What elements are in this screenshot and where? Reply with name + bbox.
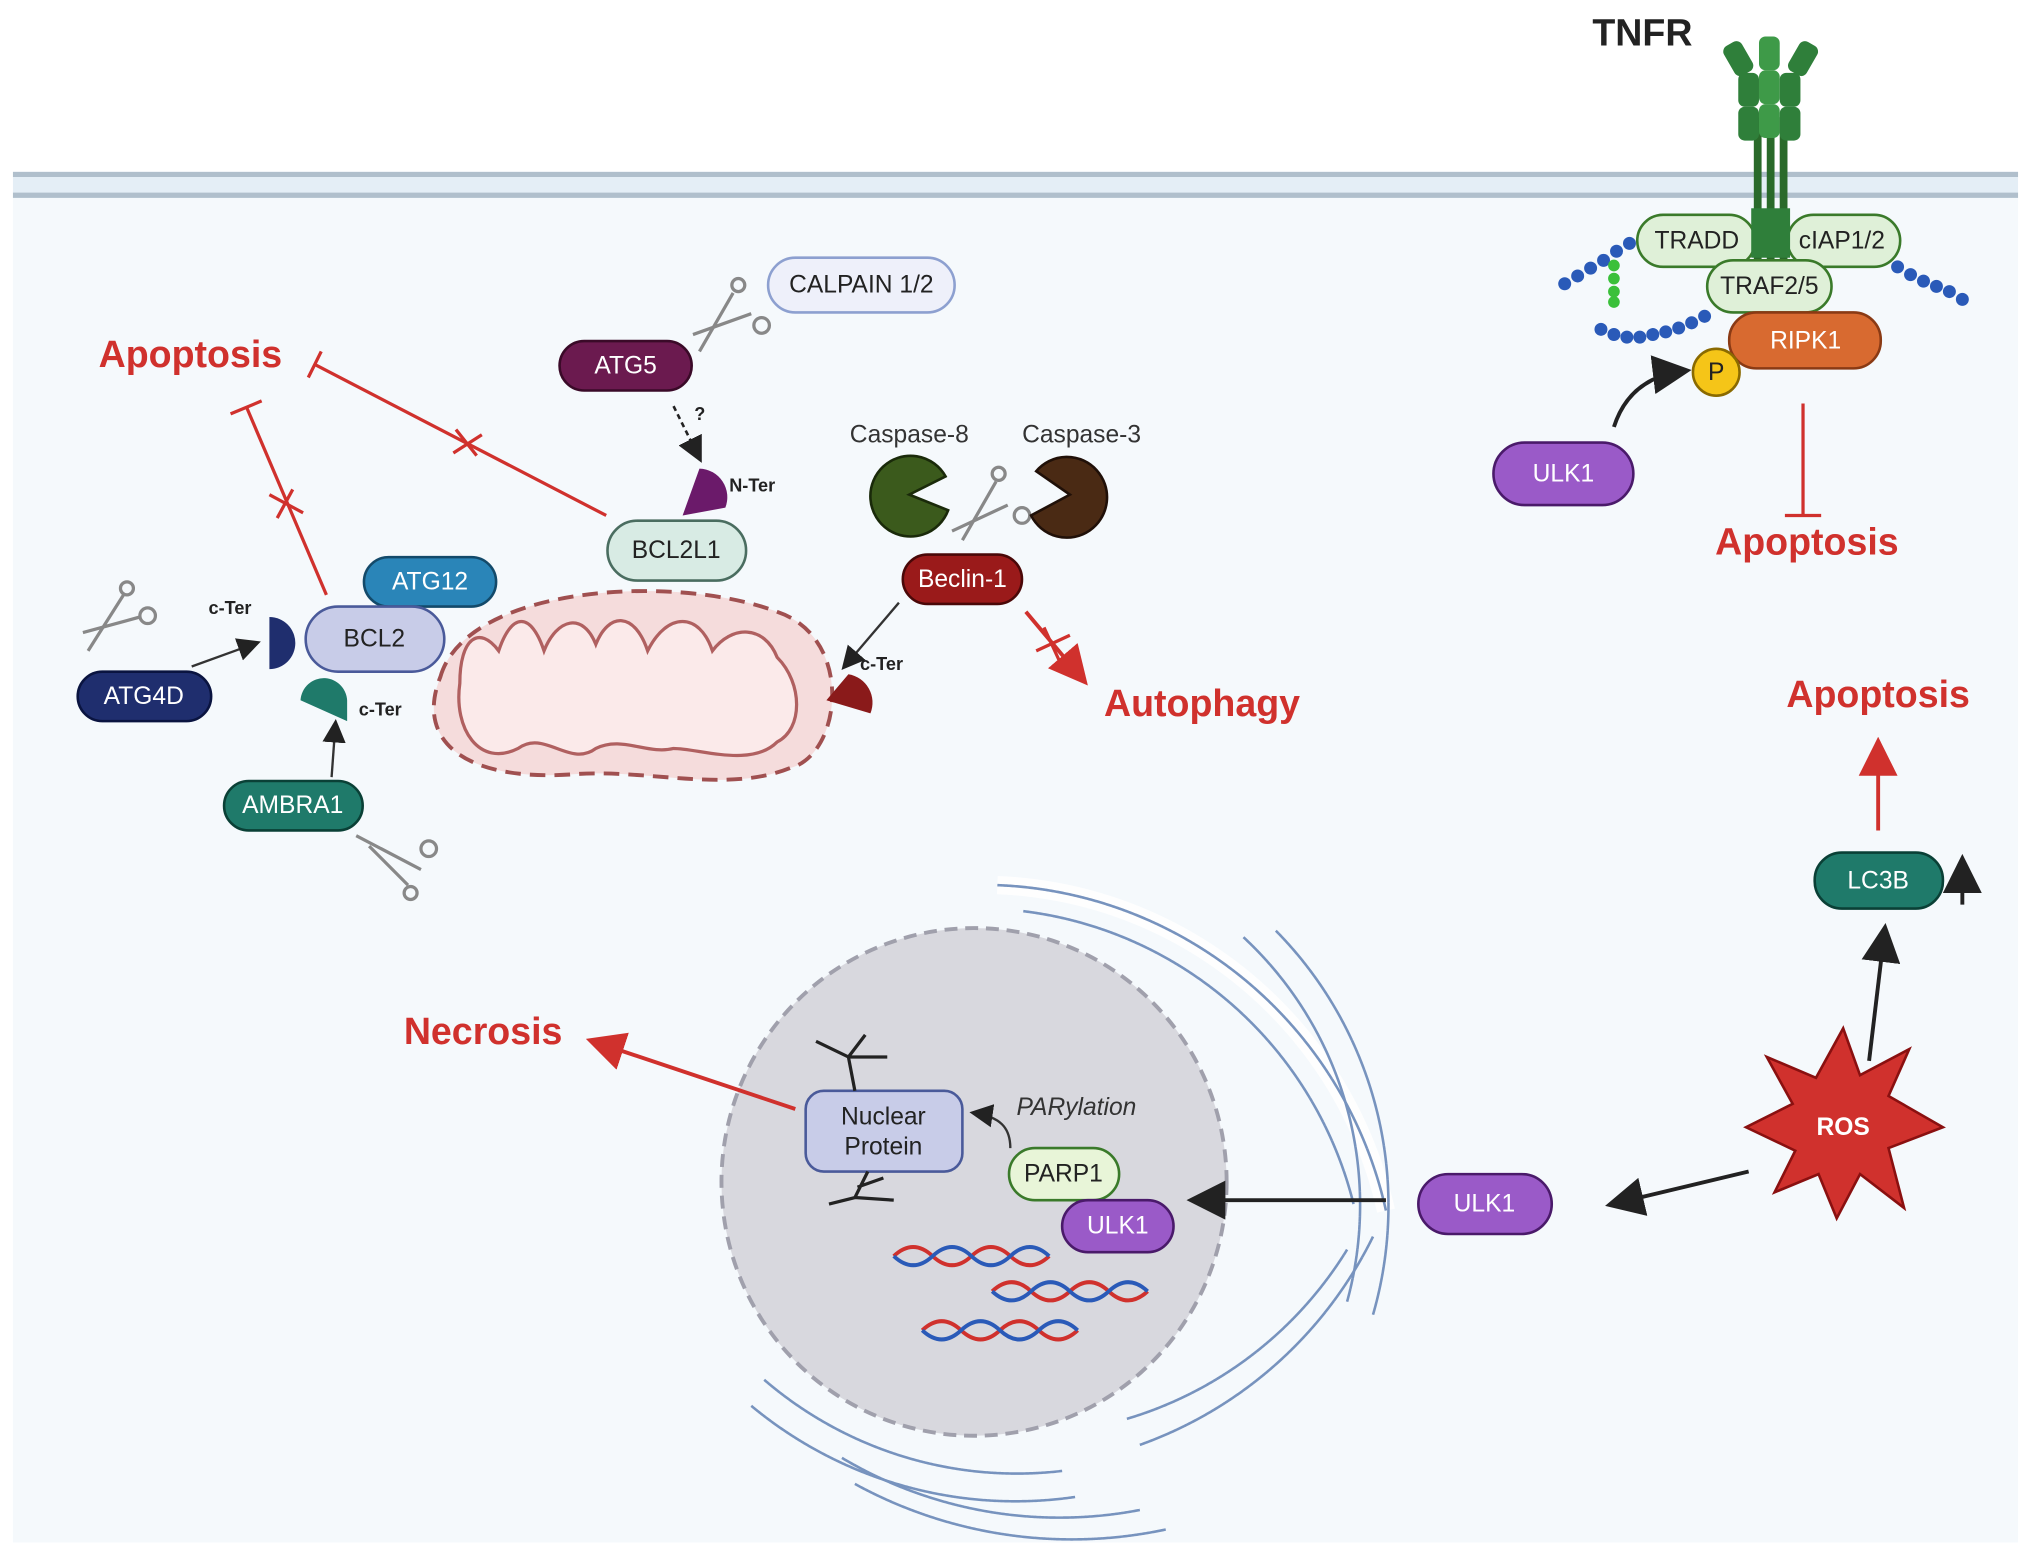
scissors-icon bbox=[82, 276, 1032, 902]
atg4d-label: ATG4D bbox=[104, 683, 184, 710]
ubiquitin-chain bbox=[1558, 236, 1969, 344]
bcl2l1-node[interactable]: BCL2L1 bbox=[606, 519, 748, 582]
ulk1-node-right[interactable]: ULK1 bbox=[1417, 1172, 1554, 1236]
bcl2-c-ter-fragment-teal bbox=[300, 678, 348, 722]
ulk1-nucleus-label: ULK1 bbox=[1087, 1213, 1149, 1240]
necrosis-arrow bbox=[585, 1032, 796, 1111]
atg5-node[interactable]: ATG5 bbox=[558, 339, 693, 392]
atg5-label: ATG5 bbox=[594, 352, 656, 379]
ros-label: ROS bbox=[1817, 1114, 1870, 1141]
ulk1-right-label: ULK1 bbox=[1454, 1191, 1516, 1218]
nuclear-protein-label-2: Protein bbox=[844, 1133, 922, 1160]
calpain-label: CALPAIN 1/2 bbox=[789, 272, 933, 299]
tnfr-receptor bbox=[1723, 36, 1819, 261]
ambra1-node[interactable]: AMBRA1 bbox=[222, 779, 364, 832]
traf-node[interactable]: TRAF2/5 bbox=[1705, 259, 1833, 314]
beclin1-autophagy-arrow bbox=[1024, 610, 1088, 686]
bcl2l1-n-ter-fragment bbox=[682, 468, 728, 516]
beclin1-c-ter-fragment bbox=[826, 674, 873, 714]
question-mark: ? bbox=[694, 404, 705, 424]
ros-ulk1-arrow bbox=[1605, 1169, 1750, 1216]
ambra1-label: AMBRA1 bbox=[242, 792, 343, 819]
apoptosis-left: Apoptosis bbox=[99, 333, 283, 375]
parp1-node[interactable]: PARP1 bbox=[1007, 1146, 1121, 1202]
ripk1-label: RIPK1 bbox=[1770, 328, 1841, 355]
ripk1-node[interactable]: RIPK1 bbox=[1727, 311, 1883, 370]
apoptosis-lc3b: Apoptosis bbox=[1786, 673, 1970, 715]
bcl2l1-inhibits-apoptosis bbox=[314, 363, 607, 517]
ulk1-top-label: ULK1 bbox=[1533, 460, 1595, 487]
extracellular-space bbox=[0, 0, 2031, 176]
caspase3-label: Caspase-3 bbox=[1022, 421, 1141, 448]
ulk1-node-nucleus[interactable]: ULK1 bbox=[1060, 1198, 1175, 1254]
lc3b-node[interactable]: LC3B bbox=[1813, 851, 1945, 910]
atg12-label: ATG12 bbox=[392, 568, 468, 595]
autophagy-outcome: Autophagy bbox=[1104, 682, 1300, 724]
ros-node[interactable]: ROS bbox=[1743, 1025, 1946, 1222]
par-chain-icon bbox=[815, 1033, 894, 1206]
traf-label: TRAF2/5 bbox=[1720, 273, 1818, 300]
c-ter-label-ambra1: c-Ter bbox=[359, 699, 402, 719]
atg4d-arrow bbox=[191, 638, 261, 668]
nucleus bbox=[719, 926, 1229, 1438]
phosphate-node: P bbox=[1691, 347, 1741, 398]
beclin1-label: Beclin-1 bbox=[918, 566, 1007, 593]
ulk1-node-top[interactable]: ULK1 bbox=[1492, 441, 1635, 507]
tradd-label: TRADD bbox=[1654, 227, 1739, 254]
tnfr-label: TNFR bbox=[1592, 11, 1692, 53]
beclin1-node[interactable]: Beclin-1 bbox=[901, 553, 1024, 606]
ambra1-arrow bbox=[322, 719, 346, 778]
bcl2l1-label: BCL2L1 bbox=[632, 537, 721, 564]
ros-lc3b-arrow bbox=[1861, 922, 1901, 1062]
tradd-node[interactable]: TRADD bbox=[1635, 213, 1757, 269]
calpain-node[interactable]: CALPAIN 1/2 bbox=[766, 256, 956, 314]
n-ter-label: N-Ter bbox=[729, 476, 775, 496]
lc3b-label: LC3B bbox=[1847, 868, 1909, 895]
caspase3-icon bbox=[1029, 455, 1109, 539]
parylation-arrow bbox=[969, 1104, 1012, 1149]
apoptosis-tnfr: Apoptosis bbox=[1715, 520, 1899, 562]
parp1-label: PARP1 bbox=[1024, 1161, 1103, 1188]
atg12-node[interactable]: ATG12 bbox=[362, 555, 498, 608]
endoplasmic-reticulum bbox=[750, 876, 1395, 1541]
necrosis-outcome: Necrosis bbox=[404, 1010, 563, 1052]
dna-icon bbox=[892, 1245, 1149, 1342]
ulk1-phosphorylation-arrow bbox=[1612, 355, 1692, 428]
c-ter-label-beclin: c-Ter bbox=[860, 654, 903, 674]
caspase8-label: Caspase-8 bbox=[850, 421, 969, 448]
caspase8-icon bbox=[869, 454, 950, 538]
nuclear-protein-node[interactable]: Nuclear Protein bbox=[804, 1089, 964, 1173]
nuclear-protein-label-1: Nuclear bbox=[841, 1103, 926, 1130]
atg4d-node[interactable]: ATG4D bbox=[76, 670, 213, 723]
phosphate-label: P bbox=[1708, 359, 1724, 386]
ciap-node[interactable]: cIAP1/2 bbox=[1786, 213, 1902, 269]
mitochondrion bbox=[431, 589, 835, 782]
ciap-label: cIAP1/2 bbox=[1799, 227, 1885, 254]
bcl2-label: BCL2 bbox=[344, 626, 406, 653]
beclin1-cleavage-arrow bbox=[841, 601, 900, 671]
bcl2-c-ter-fragment-blue bbox=[269, 616, 296, 670]
bcl2-node[interactable]: BCL2 bbox=[304, 605, 446, 673]
parylation-label: PARylation bbox=[1016, 1094, 1136, 1121]
c-ter-label-bcl2: c-Ter bbox=[209, 598, 252, 618]
atg5-dotted-arrow bbox=[672, 405, 702, 463]
